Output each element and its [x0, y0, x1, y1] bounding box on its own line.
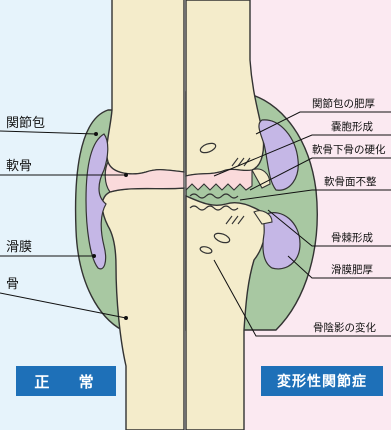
- leader-capsule-dot: [94, 132, 98, 136]
- label-subchondral-sclerosis: 軟骨下骨の硬化: [312, 145, 386, 156]
- label-bone-shadow-change: 骨陰影の変化: [313, 323, 376, 334]
- label-synovial-thickening: 滑膜肥厚: [331, 265, 373, 276]
- label-capsule-thickening: 関節包の肥厚: [312, 99, 375, 110]
- badge-osteoarthritis: 変形性関節症: [261, 366, 383, 396]
- label-bone: 骨: [6, 278, 19, 291]
- label-osteophyte-formation: 骨棘形成: [331, 233, 373, 244]
- leader-capsule: [0, 131, 96, 134]
- oa-upper-bone: [186, 0, 264, 176]
- leader-cartilage-dot: [124, 173, 128, 177]
- leader-bone-dot: [124, 316, 128, 320]
- label-synovium: 滑膜: [6, 241, 32, 254]
- label-cartilage: 軟骨: [6, 160, 32, 173]
- normal-upper-bone: [107, 0, 184, 174]
- badge-normal: 正 常: [16, 366, 116, 396]
- label-cartilage-irregularity: 軟骨面不整: [324, 177, 377, 188]
- label-cyst-formation: 嚢胞形成: [331, 122, 373, 133]
- label-capsule: 関節包: [6, 117, 45, 130]
- leader-synovium-dot: [92, 254, 96, 258]
